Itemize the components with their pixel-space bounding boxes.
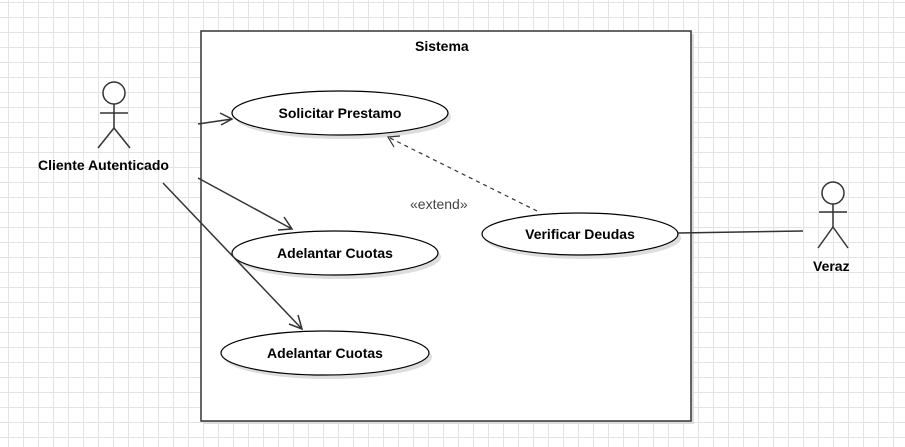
usecase-adelantar-1-label: Adelantar Cuotas — [277, 245, 393, 261]
association-veraz-verificar — [677, 230, 804, 234]
usecase-adelantar-2-label: Adelantar Cuotas — [267, 345, 383, 361]
association-cliente-solicitar — [197, 112, 234, 126]
usecase-verificar-label: Verificar Deudas — [525, 226, 635, 242]
extend-stereotype-label: «extend» — [410, 196, 468, 212]
association-cliente-adelantar-1 — [197, 177, 294, 231]
actor-cliente-label: Cliente Autenticado — [38, 157, 169, 173]
system-title: Sistema — [415, 38, 469, 54]
actor-veraz-icon[interactable] — [817, 181, 849, 249]
usecase-solicitar-label: Solicitar Prestamo — [278, 105, 402, 121]
actor-veraz-label: Veraz — [813, 258, 850, 274]
actor-cliente-icon[interactable] — [97, 81, 131, 149]
